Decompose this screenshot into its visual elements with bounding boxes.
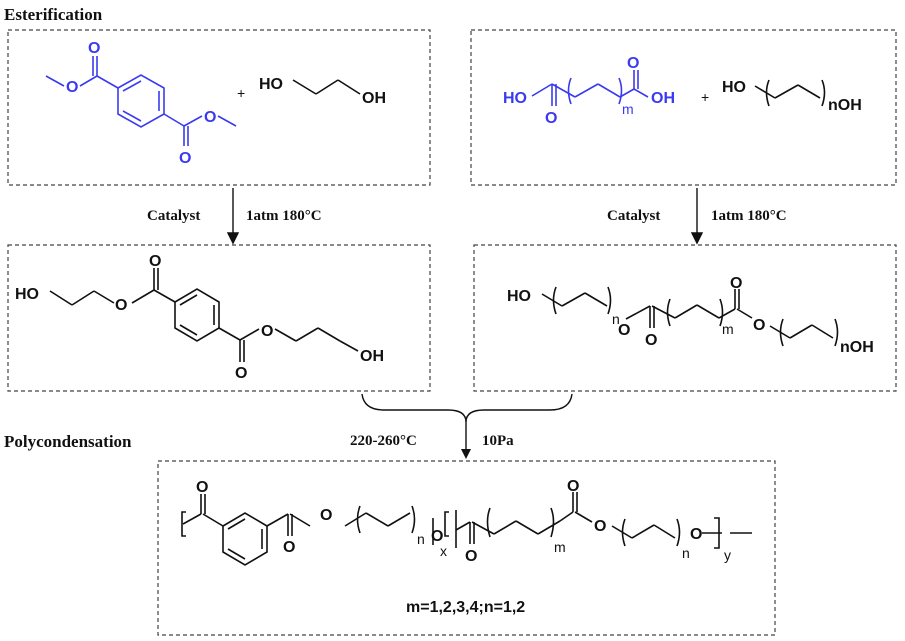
- subscript-n: n: [612, 311, 620, 327]
- atom-ho: HO: [15, 286, 39, 303]
- atom-o: O: [730, 275, 742, 292]
- label-catalyst: Catalyst: [607, 208, 660, 224]
- oligoester-structure: [541, 286, 839, 347]
- atom-oh: OH: [360, 348, 384, 365]
- atom-o: O: [179, 150, 191, 167]
- footnote-indices: m=1,2,3,4;n=1,2: [406, 599, 525, 616]
- atom-o: O: [149, 253, 161, 270]
- atom-o: O: [320, 507, 332, 524]
- heading-polycondensation: Polycondensation: [4, 432, 132, 451]
- copolyester-structure: [181, 492, 752, 566]
- atom-o: O: [753, 317, 765, 334]
- subscript-m: m: [622, 101, 634, 117]
- arrow-right-esterification: [690, 188, 704, 245]
- atom-o: O: [567, 478, 579, 495]
- atom-oh: OH: [651, 90, 675, 107]
- plus-sign: +: [237, 85, 245, 101]
- arrow-head: [461, 449, 471, 459]
- subscript-m: m: [554, 539, 566, 555]
- atom-o: O: [204, 109, 216, 126]
- atom-o: O: [645, 332, 657, 349]
- atom-o: O: [66, 79, 78, 96]
- subscript-x: x: [440, 543, 447, 559]
- atom-o: O: [196, 479, 208, 496]
- subscript-n: n: [682, 545, 690, 561]
- atom-oh: OH: [362, 90, 386, 107]
- label-catalyst: Catalyst: [147, 208, 200, 224]
- atom-o: O: [627, 55, 639, 72]
- label-pressure: 10Pa: [482, 433, 514, 449]
- subscript-n-oh: nOH: [828, 97, 862, 114]
- label-conditions: 1atm 180°C: [711, 208, 787, 224]
- atom-o: O: [545, 110, 557, 127]
- atom-o: O: [465, 548, 477, 565]
- dicarboxylic-acid-structure: [531, 70, 649, 106]
- bhet-structure: [49, 268, 359, 362]
- atom-ho: HO: [722, 79, 746, 96]
- atom-ho: HO: [503, 90, 527, 107]
- subscript-n: n: [417, 531, 425, 547]
- atom-o: O: [431, 528, 443, 545]
- subscript-n-oh: nOH: [840, 339, 874, 356]
- atom-o: O: [235, 365, 247, 382]
- box-left-intermediate: [7, 244, 431, 392]
- arrow-left-esterification: [226, 188, 240, 245]
- box-right-intermediate: [473, 244, 897, 392]
- label-temperature: 220-260°C: [350, 433, 417, 449]
- label-conditions: 1atm 180°C: [246, 208, 322, 224]
- converging-arrow: [361, 393, 573, 452]
- atom-o: O: [283, 539, 295, 556]
- box-right-reactants: [470, 29, 897, 186]
- subscript-m: m: [722, 321, 734, 337]
- subscript-y: y: [724, 547, 731, 563]
- polyglycol-structure: [754, 79, 826, 107]
- atom-o: O: [594, 518, 606, 535]
- atom-ho: HO: [507, 288, 531, 305]
- atom-o: O: [690, 526, 702, 543]
- atom-ho: HO: [259, 76, 283, 93]
- box-left-reactants: [7, 29, 431, 186]
- atom-o: O: [115, 297, 127, 314]
- dimethyl-terephthalate-structure: [45, 56, 237, 146]
- atom-o: O: [261, 323, 273, 340]
- plus-sign: +: [701, 89, 709, 105]
- ethylene-glycol-structure: [292, 79, 361, 95]
- box-polymer: [157, 460, 776, 636]
- atom-o: O: [618, 322, 630, 339]
- atom-o: O: [88, 40, 100, 57]
- heading-esterification: Esterification: [4, 5, 103, 24]
